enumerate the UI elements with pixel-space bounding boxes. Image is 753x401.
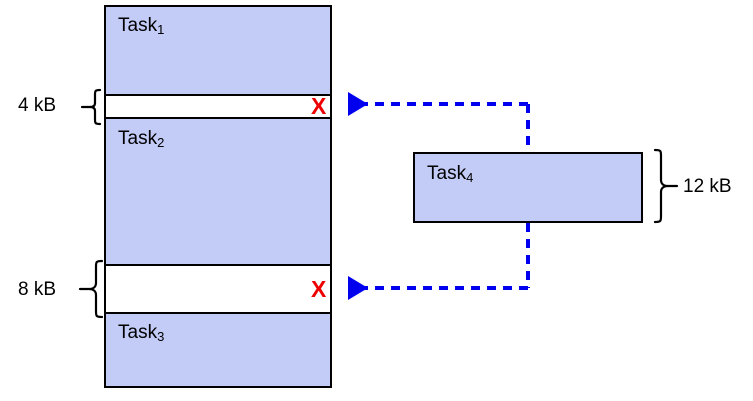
task2-label-text: Task <box>118 128 158 149</box>
memory-block-task1 <box>104 5 332 96</box>
incoming-task4-block <box>413 152 643 223</box>
x-icon-hole-4kb-glyph: X <box>311 93 327 119</box>
memory-block-task3-label: Task3 <box>118 322 165 344</box>
x-icon-hole-8kb: X <box>311 278 326 301</box>
size-label-12kb: 12 kB <box>683 177 732 196</box>
task1-label-text: Task <box>118 15 158 36</box>
incoming-task4-label: Task4 <box>427 163 474 185</box>
size-label-8kb: 8 kB <box>18 280 56 299</box>
memory-block-task3 <box>104 312 332 388</box>
x-icon-hole-8kb-glyph: X <box>311 276 327 302</box>
x-icon-hole-4kb: X <box>311 95 326 118</box>
task1-label-subscript: 1 <box>157 22 165 37</box>
size-label-8kb-text: 8 kB <box>18 279 57 300</box>
task4-label-text: Task <box>427 163 467 184</box>
task3-label-text: Task <box>118 322 158 343</box>
memory-block-task1-label: Task1 <box>118 15 165 37</box>
arrow-to-hole-8kb <box>348 223 530 300</box>
size-label-4kb-text: 4 kB <box>18 95 57 116</box>
brace-8kb-icon <box>78 259 104 319</box>
task4-label-subscript: 4 <box>466 170 474 185</box>
brace-12kb-icon <box>653 148 679 224</box>
brace-4kb-icon <box>80 88 102 126</box>
task3-label-subscript: 3 <box>157 329 165 344</box>
memory-block-task2 <box>104 117 332 266</box>
arrow-to-hole-4kb <box>348 92 530 152</box>
memory-hole-8kb <box>104 264 332 314</box>
memory-hole-4kb <box>104 94 332 119</box>
size-label-4kb: 4 kB <box>18 96 56 115</box>
size-label-12kb-text: 12 kB <box>683 176 732 197</box>
task2-label-subscript: 2 <box>157 135 165 150</box>
memory-block-task2-label: Task2 <box>118 128 165 150</box>
